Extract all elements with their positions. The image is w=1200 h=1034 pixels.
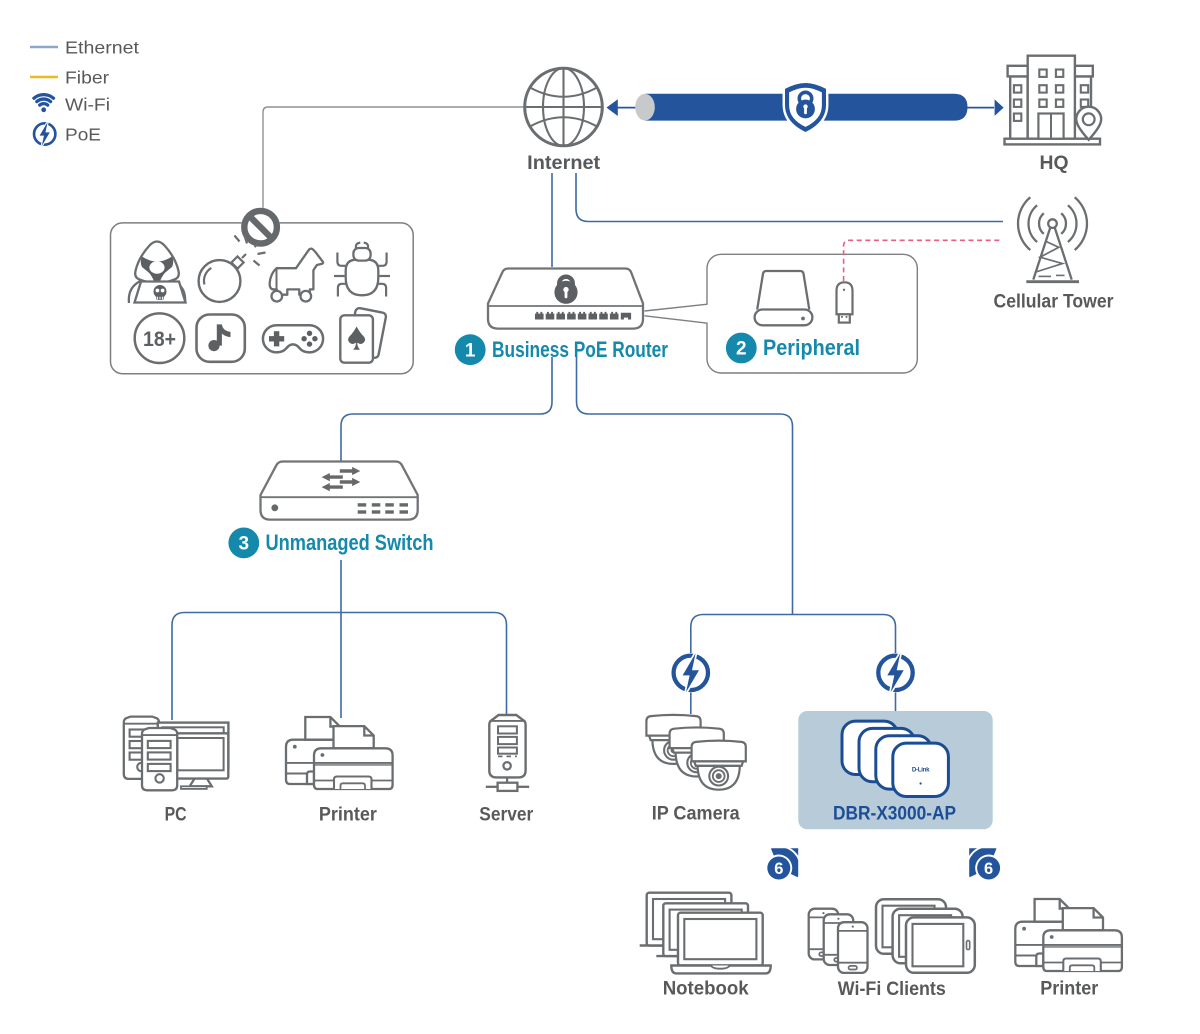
- svg-text:Cellular Tower: Cellular Tower: [994, 292, 1115, 313]
- svg-text:PC: PC: [165, 805, 187, 826]
- svg-text:Unmanaged Switch: Unmanaged Switch: [266, 530, 434, 555]
- svg-text:Fiber: Fiber: [65, 68, 109, 88]
- svg-text:6: 6: [774, 860, 783, 878]
- svg-text:Wi-Fi Clients: Wi-Fi Clients: [838, 979, 946, 1000]
- svg-text:Peripheral: Peripheral: [763, 335, 860, 360]
- svg-text:Notebook: Notebook: [663, 979, 749, 1000]
- svg-text:Internet: Internet: [527, 153, 601, 174]
- svg-text:IP Camera: IP Camera: [652, 804, 740, 825]
- svg-text:2: 2: [736, 339, 747, 360]
- svg-text:18+: 18+: [143, 328, 176, 351]
- svg-text:Printer: Printer: [319, 805, 378, 826]
- svg-text:1: 1: [465, 340, 476, 361]
- svg-text:6: 6: [984, 860, 993, 878]
- svg-text:3: 3: [239, 534, 250, 555]
- svg-text:D-Link: D-Link: [912, 767, 930, 774]
- svg-text:DBR-X3000-AP: DBR-X3000-AP: [833, 803, 956, 825]
- svg-text:Printer: Printer: [1040, 979, 1099, 1000]
- svg-text:Ethernet: Ethernet: [65, 38, 139, 58]
- svg-text:HQ: HQ: [1040, 153, 1069, 174]
- svg-text:PoE: PoE: [65, 125, 101, 145]
- svg-text:Business PoE Router: Business PoE Router: [492, 337, 668, 362]
- svg-text:Server: Server: [479, 805, 534, 826]
- svg-text:Wi-Fi: Wi-Fi: [65, 95, 110, 115]
